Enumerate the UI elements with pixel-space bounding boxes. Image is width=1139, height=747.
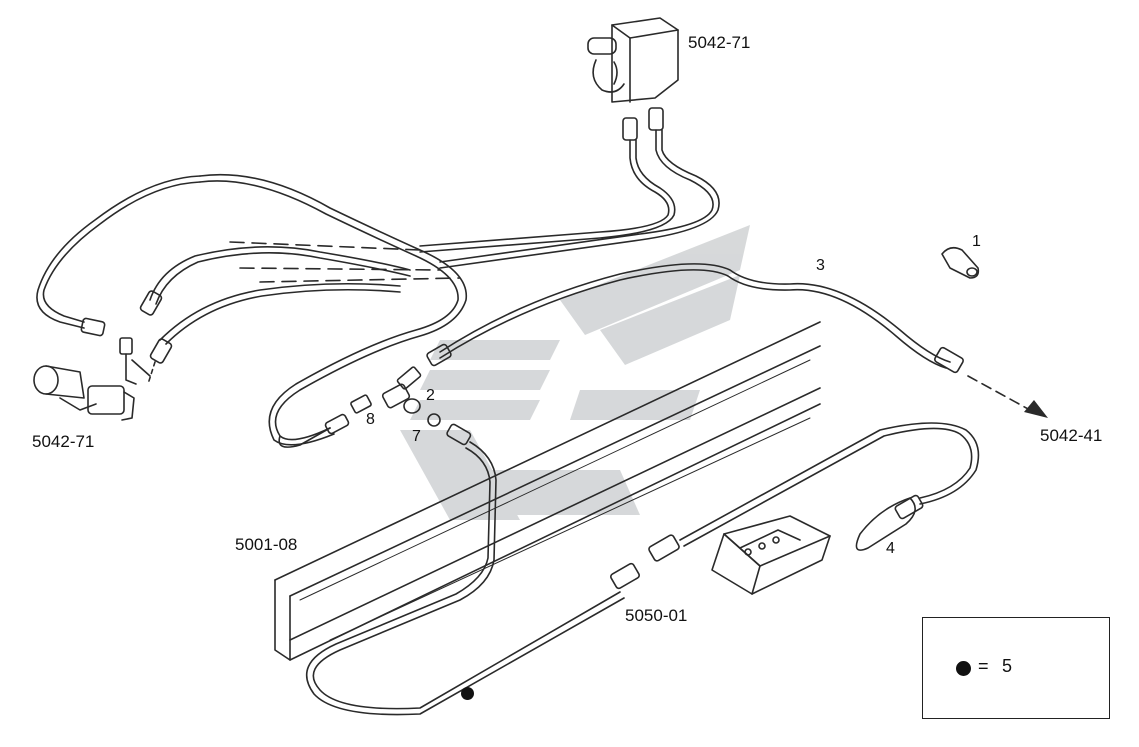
fittings-center: [278, 366, 441, 448]
valve-left: [33, 337, 151, 421]
label-item-2: 2: [426, 387, 435, 404]
pipe-3: [426, 263, 1031, 411]
label-ref-left: 5042-71: [32, 432, 95, 451]
sensor-5050-01: [711, 515, 831, 595]
label-item-1: 1: [972, 233, 981, 250]
label-item-4: 4: [886, 540, 895, 557]
label-item-8: 8: [366, 411, 375, 428]
item-1-clip: [941, 246, 980, 279]
label-item-7: 7: [412, 428, 421, 445]
label-ref-frame: 5001-08: [235, 535, 298, 554]
legend-bullet-icon: [956, 661, 971, 676]
label-item-3: 3: [816, 257, 825, 274]
valve-top: [587, 17, 679, 103]
arrow-right: [1024, 400, 1048, 418]
pipe-loop-left: [36, 173, 468, 446]
pipe-pair-top: [419, 107, 720, 269]
bullet-marker-icon: [461, 687, 474, 700]
label-ref-top: 5042-71: [688, 33, 751, 52]
pipe-lower-loop: [305, 423, 640, 716]
pipe-inner-left: [139, 246, 411, 385]
label-ref-sensor: 5050-01: [625, 606, 688, 625]
frame-rail: [274, 321, 821, 661]
pipe-4: [648, 422, 980, 562]
legend-equals: =: [978, 656, 989, 676]
label-ref-right: 5042-41: [1040, 426, 1103, 445]
legend-quantity: 5: [1002, 656, 1013, 676]
legend-box: = 5: [922, 617, 1110, 719]
